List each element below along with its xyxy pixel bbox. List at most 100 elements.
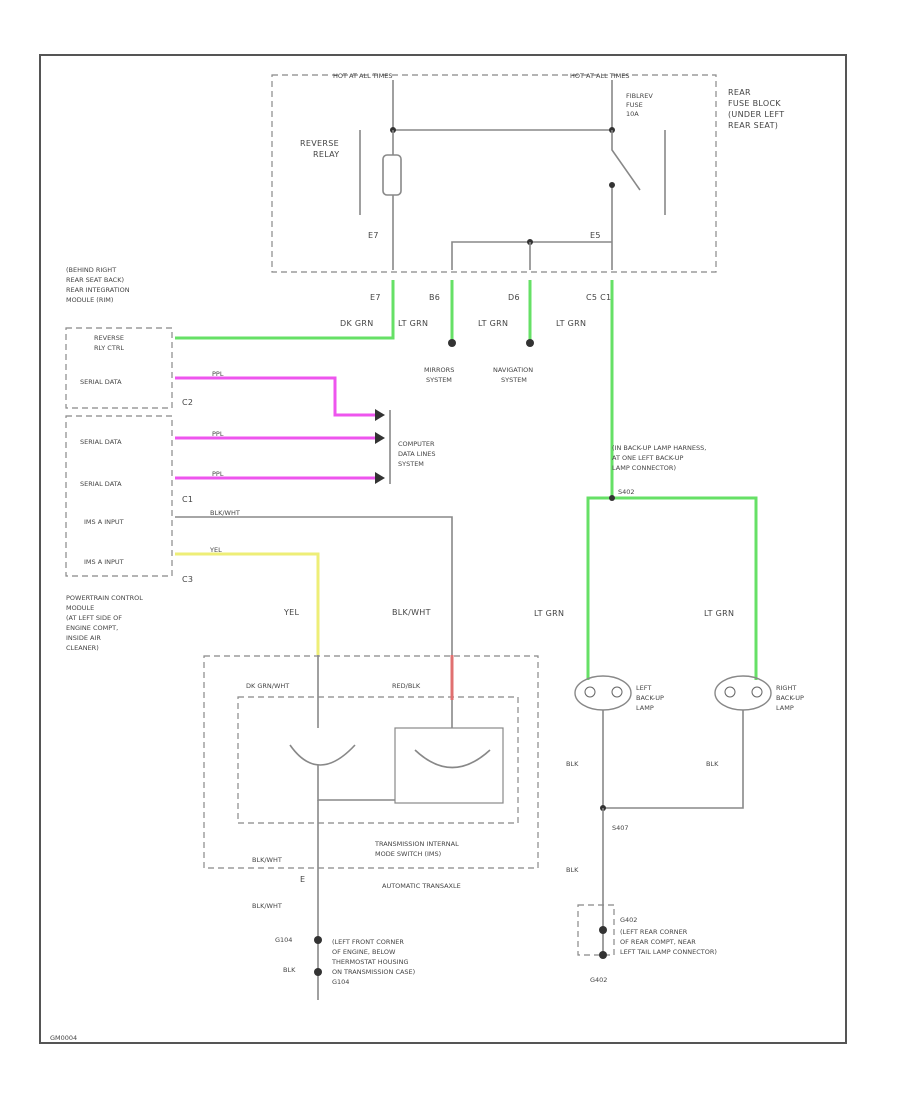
- yel-wire: [175, 552, 320, 655]
- wire-lt-grn-label-1: LT GRN: [398, 319, 428, 328]
- splice-s402: S402: [618, 488, 635, 496]
- ims-box: [237, 696, 519, 824]
- conn-b6: B6: [429, 293, 440, 302]
- hot-at-all-times-right: HOT AT ALL TIMES: [570, 72, 630, 80]
- arrow-3: [375, 472, 385, 484]
- rear-fuse-block-box: [271, 74, 717, 273]
- wire-blk-2: BLK: [566, 866, 579, 874]
- conn-c5: C5 C1: [586, 293, 611, 302]
- rim-serial-data: SERIAL DATA: [80, 378, 122, 386]
- ground-box: [577, 904, 615, 956]
- wire-blk-wht-2: BLK/WHT: [252, 856, 282, 864]
- pcm-serial-data-3: SERIAL DATA: [80, 480, 122, 488]
- splice-dot: [609, 495, 615, 501]
- pin-e7-fuse: E7: [368, 231, 379, 240]
- pcm-c1: C1: [182, 495, 193, 504]
- splice-s407: S407: [612, 824, 629, 832]
- conn-e7: E7: [370, 293, 381, 302]
- ground-dot-trans-2: [314, 968, 322, 976]
- branch-bus: [451, 241, 612, 270]
- transaxle-box: [203, 655, 539, 869]
- ground-dot-1: [599, 926, 607, 934]
- wire-blk-wht-label: BLK/WHT: [392, 608, 431, 617]
- wire-lt-grn-label-2: LT GRN: [478, 319, 508, 328]
- lamp-ground-wires: [602, 710, 744, 809]
- ground-id-trans: G104: [275, 936, 292, 944]
- wire-blk-trans: BLK: [283, 966, 296, 974]
- pcm-input-a: IMS A INPUT: [84, 518, 124, 526]
- wire-ppl-1: PPL: [212, 370, 224, 378]
- blk-wht-wire: [175, 516, 453, 655]
- hot-at-all-times-left: HOT AT ALL TIMES: [333, 72, 393, 80]
- rim-c2: C2: [182, 398, 193, 407]
- mirrors-terminal: [448, 339, 456, 347]
- ground-id-backup: G402: [620, 916, 637, 924]
- footer-code: GM0004: [50, 1034, 77, 1042]
- rim-box: [65, 327, 173, 409]
- wire-dk-grn-label: DK GRN: [340, 319, 374, 328]
- wire-yel-label: YEL: [283, 608, 300, 617]
- navigation-terminal: [526, 339, 534, 347]
- pcm-input-b: IMS A INPUT: [84, 558, 124, 566]
- diagram-frame: [39, 54, 847, 1044]
- ground-dot-trans: [314, 936, 322, 944]
- pin-e5-fuse: E5: [590, 231, 601, 240]
- wire-blk-wht-pcm: BLK/WHT: [210, 509, 240, 517]
- switch-contact: [609, 182, 615, 188]
- ims-switch-right: [394, 727, 504, 804]
- conn-d6: D6: [508, 293, 520, 302]
- arrow-2: [375, 432, 385, 444]
- backup-harness: (IN BACK-UP LAMP HARNESS,AT ONE LEFT BAC…: [612, 444, 706, 472]
- ground-dot-2: [599, 951, 607, 959]
- wire-ppl-2: PPL: [212, 430, 224, 438]
- wire-lt-grn-left-lamp: LT GRN: [534, 609, 564, 618]
- ground-id-backup-2: G402: [590, 976, 607, 984]
- relay-switch-arm: [611, 130, 641, 191]
- right-backup-lamp: [714, 675, 772, 711]
- wire-yel-pcm: YEL: [209, 546, 222, 554]
- wire-lt-grn-label-3: LT GRN: [556, 319, 586, 328]
- lt-grn-wire-backup-left: [586, 280, 614, 680]
- wire-blk-wht-3: BLK/WHT: [252, 902, 282, 910]
- red-blk: RED/BLK: [392, 682, 421, 690]
- left-lamp-bulb-a: [584, 686, 596, 698]
- right-lamp-bulb-a: [724, 686, 736, 698]
- pcm-box: [65, 415, 173, 577]
- ims-arc-right: [414, 749, 491, 769]
- ppl-wire-1: [175, 376, 375, 417]
- ims-arc-left: [289, 744, 356, 766]
- right-lamp-bulb-b: [751, 686, 763, 698]
- left-backup-lamp: [574, 675, 632, 711]
- wire-blk-right: BLK: [706, 760, 719, 768]
- left-lamp-bulb-b: [611, 686, 623, 698]
- automatic-transaxle: AUTOMATIC TRANSAXLE: [382, 882, 461, 890]
- wire-ppl-3: PPL: [212, 470, 224, 478]
- pcm-serial-data-2: SERIAL DATA: [80, 438, 122, 446]
- lt-grn-wire-backup-right: [612, 496, 758, 680]
- arrow-1: [375, 409, 385, 421]
- dk-grn-wht: DK GRN/WHT: [246, 682, 289, 690]
- pin-e: E: [300, 875, 305, 884]
- pcm-c3: C3: [182, 575, 193, 584]
- wire-lt-grn-right-lamp: LT GRN: [704, 609, 734, 618]
- dk-grn-wire-to-rim: [175, 280, 395, 340]
- ims-bottom-wire: [317, 765, 395, 801]
- relay-coil: [382, 154, 402, 196]
- wire-blk-left: BLK: [566, 760, 579, 768]
- fuse-bus-wire: [392, 80, 613, 131]
